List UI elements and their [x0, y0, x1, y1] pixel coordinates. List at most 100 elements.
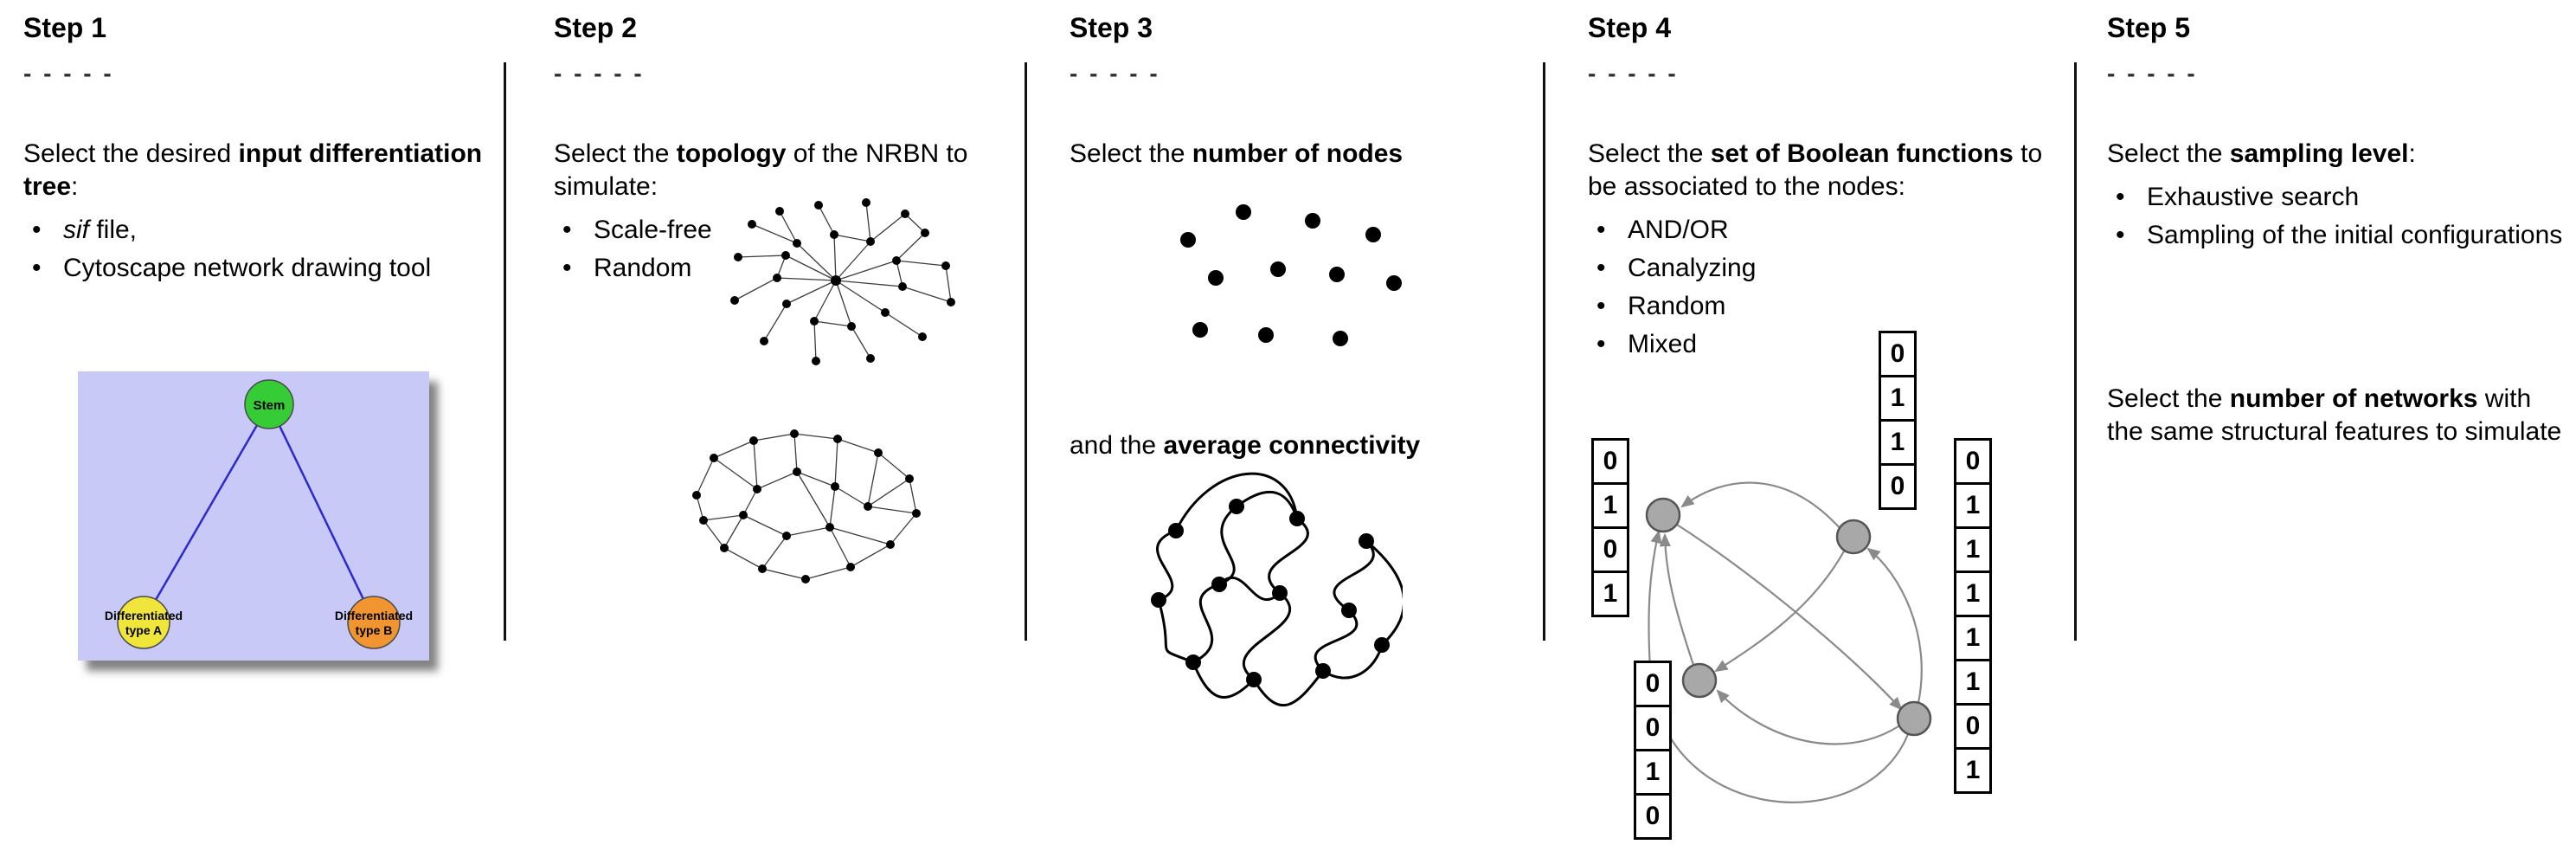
step-2-title: Step 2: [554, 12, 638, 43]
truth-table-cell: 0: [1591, 438, 1629, 485]
text-segment-bold: sampling level: [2229, 139, 2409, 168]
text-segment-bold: average connectivity: [1163, 431, 1421, 460]
text-segment: Select the: [554, 139, 677, 168]
type-a-label-line1: Differentiated: [105, 609, 183, 622]
text-segment: Select the desired: [23, 139, 239, 168]
dashed-separator: - - - - -: [2107, 59, 2198, 87]
option-and-or: AND/OR: [1588, 214, 2059, 247]
differentiated-type-a-node: [117, 596, 170, 649]
column-divider: [1543, 62, 1545, 641]
text-segment-bold: number of networks: [2229, 384, 2478, 413]
network-edges: [696, 433, 917, 580]
tangled-network-icon: [1151, 472, 1403, 707]
network-edges: [1156, 472, 1403, 707]
text-segment: Random: [594, 254, 692, 283]
boolean-node-3: [1681, 662, 1718, 699]
stem-node: [244, 379, 294, 429]
truth-table-left: 0 1 0 1: [1591, 438, 1629, 617]
text-segment-italic: sif: [63, 215, 89, 244]
network-nodes: [1180, 204, 1402, 346]
option-random-functions: Random: [1588, 290, 2059, 323]
truth-table-cell: 1: [1954, 615, 1992, 661]
scattered-nodes-icon: [1180, 204, 1402, 346]
text-segment: Random: [1628, 292, 1726, 321]
step-2-options: Scale-free Random: [554, 214, 1008, 285]
text-segment: and the: [1070, 431, 1164, 460]
step-3-instruction-2: and the average connectivity: [1070, 429, 1420, 462]
truth-table-bottom: 0 0 1 0: [1634, 661, 1672, 840]
text-segment: :: [71, 171, 79, 201]
option-sampling-initial-configurations: Sampling of the initial configurations: [2107, 219, 2570, 252]
step-4-panel: Step 4 - - - - - Select the set of Boole…: [1588, 12, 2059, 840]
text-segment: Exhaustive search: [2147, 182, 2360, 211]
step-3-title: Step 3: [1070, 12, 1153, 43]
text-segment: file,: [89, 215, 138, 244]
truth-table-cell: 0: [1954, 703, 1992, 750]
truth-table-cell: 1: [1879, 419, 1917, 466]
truth-table-cell: 1: [1591, 571, 1629, 617]
dashed-separator: - - - - -: [1070, 59, 1160, 87]
step-2-instruction: Select the topology of the NRBN to simul…: [554, 138, 1008, 203]
step-3-instruction: Select the number of nodes: [1070, 138, 1528, 171]
type-b-label-line1: Differentiated: [335, 609, 413, 622]
truth-table-cell: 0: [1634, 661, 1672, 707]
truth-table-right: 0 1 1 1 1 1 0 1: [1954, 438, 1992, 794]
network-nodes: [730, 198, 955, 365]
text-segment: AND/OR: [1628, 215, 1729, 244]
truth-table-cell: 1: [1954, 659, 1992, 706]
column-divider: [2074, 62, 2077, 641]
text-segment: Scale-free: [594, 215, 712, 244]
text-segment: to be associated to the nodes:: [1588, 139, 2043, 201]
step-2-panel: Step 2 - - - - - Select the topology of …: [554, 12, 1008, 583]
truth-table-cell: 1: [1954, 571, 1992, 617]
truth-table-cell: 1: [1954, 526, 1992, 573]
step-4-options: AND/OR Canalyzing Random Mixed: [1588, 214, 2059, 361]
text-segment-bold: set of Boolean functions: [1710, 139, 2014, 168]
truth-table-cell: 0: [1591, 526, 1629, 573]
stem-label: Stem: [254, 398, 286, 413]
step-5-title: Step 5: [2107, 12, 2191, 43]
boolean-node-1: [1645, 497, 1681, 533]
option-mixed: Mixed: [1588, 328, 2059, 361]
text-segment: Select the: [1588, 139, 1711, 168]
text-segment: Select the: [2107, 139, 2230, 168]
text-segment: Select the: [1070, 139, 1192, 168]
option-sif-file: sif file,: [23, 214, 498, 247]
boolean-network-nodes: [1645, 497, 1932, 737]
truth-table-cell: 1: [1591, 482, 1629, 529]
option-random: Random: [554, 252, 1008, 285]
text-segment: with the same structural features to sim…: [2107, 384, 2562, 447]
tree-edges: [142, 403, 376, 622]
truth-table-cell: 0: [1954, 438, 1992, 485]
text-segment: :: [2408, 139, 2416, 168]
text-segment: Cytoscape network drawing tool: [63, 254, 432, 283]
step-5-instruction-2: Select the number of networks with the s…: [2107, 383, 2570, 448]
text-segment: Mixed: [1628, 330, 1698, 359]
step-4-title: Step 4: [1588, 12, 1672, 43]
differentiated-type-b-node: [347, 596, 401, 649]
type-a-label-line2: type A: [125, 623, 162, 637]
option-cytoscape: Cytoscape network drawing tool: [23, 252, 498, 285]
option-canalyzing: Canalyzing: [1588, 252, 2059, 285]
dashed-separator: - - - - -: [23, 59, 114, 87]
step-4-instruction: Select the set of Boolean functions to b…: [1588, 138, 2059, 203]
truth-table-cell: 1: [1879, 375, 1917, 422]
truth-table-cell: 0: [1634, 793, 1672, 840]
text-segment-bold: input differentiation tree: [23, 139, 483, 201]
dashed-separator: - - - - -: [1588, 59, 1679, 87]
text-segment: Sampling of the initial configurations: [2147, 220, 2563, 249]
boolean-network-arrows: [1648, 481, 1923, 803]
truth-table-cell: 0: [1634, 705, 1672, 751]
step-1-instruction: Select the desired input differentiation…: [23, 138, 498, 203]
type-b-label-line2: type B: [356, 623, 393, 637]
truth-table-top: 0 1 1 0: [1879, 331, 1917, 510]
text-segment: Canalyzing: [1628, 254, 1757, 283]
step-5-instruction: Select the sampling level:: [2107, 138, 2570, 171]
boolean-network-diagram: 0 1 0 1 0 1 1 0 0 0 1 0 0 1 1 1 1 1 0 1: [1588, 322, 2059, 851]
truth-table-cell: 1: [1954, 747, 1992, 794]
truth-table-cell: 0: [1879, 463, 1917, 510]
network-edges: [734, 202, 952, 362]
text-segment: Select the: [2107, 384, 2230, 413]
text-segment: of the NRBN to simulate:: [554, 139, 968, 201]
boolean-node-2: [1835, 519, 1872, 555]
